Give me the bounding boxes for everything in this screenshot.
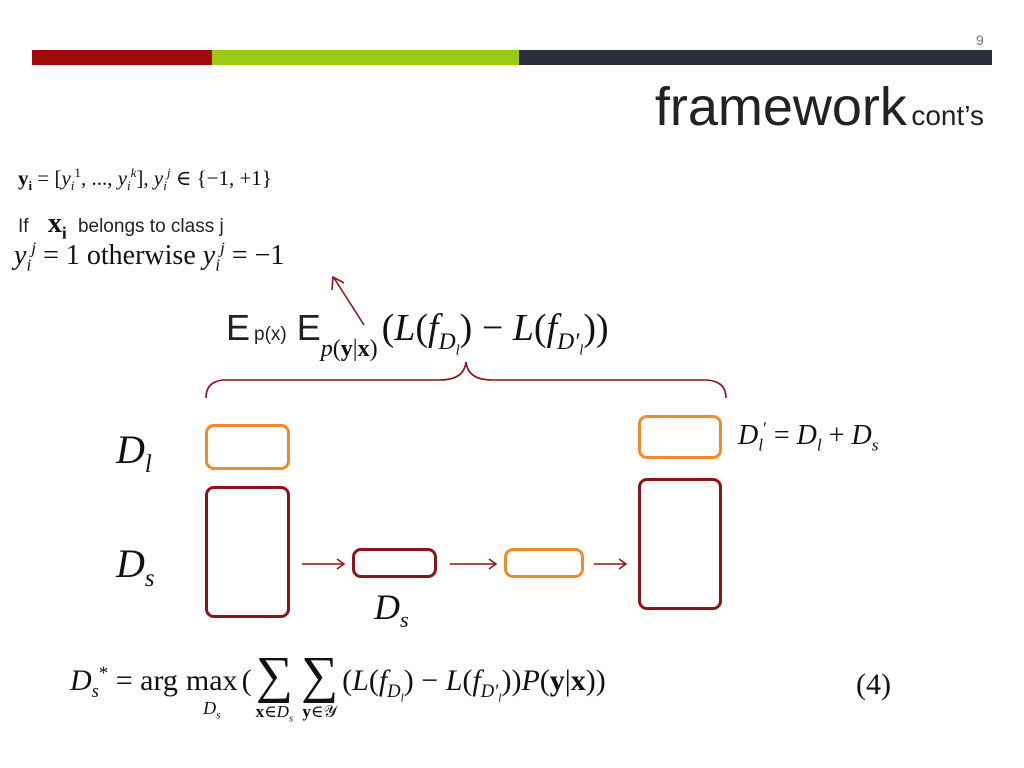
- expectation-e-pyx: E: [296, 307, 321, 348]
- header-bar-red: [32, 50, 212, 65]
- box-selected-ds: [352, 548, 437, 578]
- pyx-subscript: p(y|x): [320, 336, 378, 362]
- equation-number: (4): [856, 668, 891, 701]
- minus-one-text: = −1: [231, 240, 285, 271]
- header-bar-green: [212, 50, 519, 65]
- arrow-2: [450, 558, 498, 570]
- belongs-label: belongs to class j: [77, 216, 224, 237]
- box-unlabeled-set: [205, 486, 290, 618]
- box-new-unlabeled-set: [638, 478, 722, 610]
- box-labeled-set: [205, 424, 290, 470]
- curly-brace: [205, 361, 727, 399]
- label-d-s-selected: Ds: [374, 587, 409, 633]
- pointer-arrowhead: [331, 275, 345, 291]
- slide-number: 9: [976, 32, 984, 48]
- title-main: framework: [654, 77, 907, 137]
- loss-difference: (L(fDl) − L(fD′l)): [381, 307, 609, 359]
- title-suffix: cont’s: [911, 100, 984, 131]
- box-labeled-ds: [504, 548, 584, 578]
- expectation-px-subscript: p(x): [254, 324, 287, 345]
- if-statement: If xi belongs to class j: [18, 208, 224, 243]
- label-value-rule: yij = 1 otherwise yij = −1: [14, 238, 285, 275]
- brace-close: }: [261, 166, 272, 190]
- pointer-arrow: [333, 277, 365, 326]
- label-d-l: Dl: [116, 427, 152, 478]
- arrow-1: [302, 558, 346, 570]
- arrow-3: [594, 558, 628, 570]
- header-bar-dark: [519, 50, 992, 65]
- if-label: If: [18, 216, 29, 237]
- box-new-labeled-set: [638, 415, 722, 459]
- label-d-s: Ds: [116, 541, 155, 592]
- expectation-e-px: E: [226, 307, 251, 348]
- x-i-symbol: xi: [47, 208, 67, 243]
- label-new-labeled-set-equation: Dl′ = Dl + Ds: [738, 418, 879, 455]
- slide-title: framework cont’s: [655, 76, 984, 138]
- label-vector-definition: yi = [yi1, ..., yik], yij ∈ {−1, +1}: [18, 165, 272, 194]
- otherwise-text: = 1 otherwise: [43, 240, 196, 271]
